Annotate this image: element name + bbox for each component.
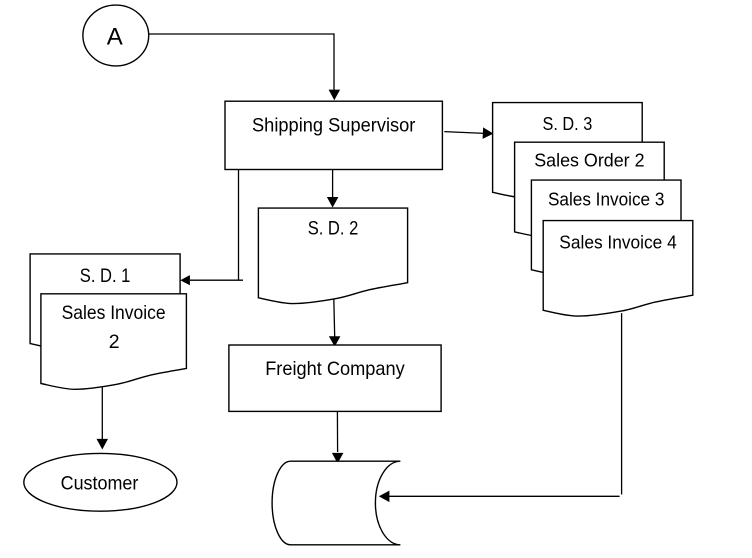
svg-text:S. D. 3: S. D. 3 [543, 114, 593, 134]
svg-text:Sales Invoice 4: Sales Invoice 4 [559, 232, 676, 253]
svg-text:Sales Invoice 3: Sales Invoice 3 [548, 189, 665, 209]
svg-text:Sales Order 2: Sales Order 2 [534, 151, 644, 171]
svg-text:2: 2 [109, 331, 120, 353]
svg-text:A: A [107, 24, 123, 51]
svg-text:Freight Company: Freight Company [265, 358, 405, 380]
svg-text:Sales Invoice: Sales Invoice [62, 302, 166, 324]
svg-text:Shipping Supervisor: Shipping Supervisor [252, 115, 416, 137]
svg-text:S. D. 2: S. D. 2 [308, 217, 359, 239]
svg-text:Customer: Customer [61, 472, 139, 494]
svg-text:S. D. 1: S. D. 1 [80, 265, 131, 287]
